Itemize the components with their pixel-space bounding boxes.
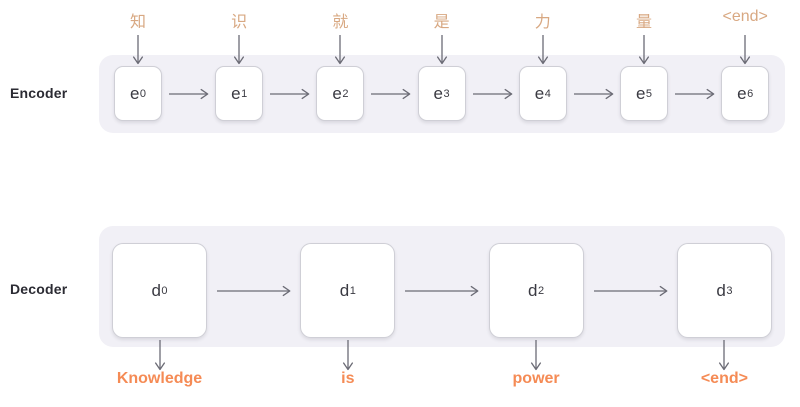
encoder-arrow-5-6 — [675, 88, 715, 100]
decoder-output-token-0: Knowledge — [116, 370, 203, 387]
cell-subscript: 4 — [544, 87, 551, 100]
decoder-output-token-1: is — [341, 370, 355, 387]
encoder-arrow-0-1 — [169, 88, 209, 100]
decoder-output-arrow-3 — [718, 340, 730, 371]
cell-label: d — [339, 280, 350, 300]
cell-label: d — [151, 280, 161, 300]
encoder-input-token-2: 就 — [332, 14, 349, 31]
cell-subscript: 5 — [645, 87, 653, 100]
decoder-arrow-2-3 — [593, 285, 668, 297]
cell-subscript: 3 — [443, 87, 450, 100]
cell-label: e — [129, 83, 140, 103]
encoder-input-arrow-1 — [233, 35, 245, 65]
cell-label: e — [433, 83, 444, 103]
cell-label: e — [635, 83, 646, 103]
encoder-input-token-5: 量 — [635, 14, 653, 31]
encoder-input-token-4: 力 — [534, 14, 551, 31]
cell-label: d — [716, 280, 726, 300]
decoder-arrow-0-1 — [217, 285, 291, 297]
encoder-input-token-6: <end> — [722, 8, 768, 25]
encoder-arrow-1-2 — [270, 88, 310, 100]
encoder-input-arrow-0 — [132, 35, 144, 65]
encoder-input-arrow-2 — [334, 35, 346, 65]
encoder-arrow-3-4 — [472, 88, 512, 100]
cell-subscript: 0 — [139, 87, 147, 100]
cell-subscript: 1 — [241, 87, 248, 100]
encoder-input-token-1: 识 — [231, 14, 248, 31]
encoder-input-arrow-6 — [739, 35, 751, 65]
decoder-output-token-2: power — [512, 370, 560, 387]
encoder-row-label: Encoder — [10, 85, 68, 101]
cell-subscript: 6 — [747, 87, 754, 100]
cell-label: e — [737, 83, 747, 103]
encoder-arrow-2-3 — [371, 88, 411, 100]
decoder-row-label: Decoder — [10, 281, 68, 297]
decoder-output-token-3: <end> — [700, 370, 748, 387]
decoder-output-arrow-1 — [342, 340, 354, 371]
cell-subscript: 1 — [349, 284, 356, 297]
cell-subscript: 3 — [726, 284, 733, 297]
encoder-input-token-3: 是 — [433, 14, 450, 31]
decoder-arrow-1-2 — [405, 285, 479, 297]
cell-label: e — [332, 83, 342, 103]
cell-label: e — [231, 83, 241, 103]
decoder-band — [99, 226, 785, 347]
decoder-output-arrow-2 — [530, 340, 542, 371]
cell-label: e — [534, 83, 545, 103]
cell-subscript: 2 — [538, 284, 545, 297]
decoder-output-arrow-0 — [154, 340, 166, 371]
encoder-arrow-4-5 — [573, 88, 614, 100]
encoder-input-arrow-5 — [638, 35, 650, 65]
cell-label: d — [528, 280, 538, 300]
encoder-input-arrow-4 — [537, 35, 549, 65]
cell-subscript: 2 — [342, 87, 349, 100]
cell-subscript: 0 — [161, 284, 168, 297]
encoder-input-token-0: 知 — [129, 14, 147, 31]
encoder-input-arrow-3 — [436, 35, 448, 65]
